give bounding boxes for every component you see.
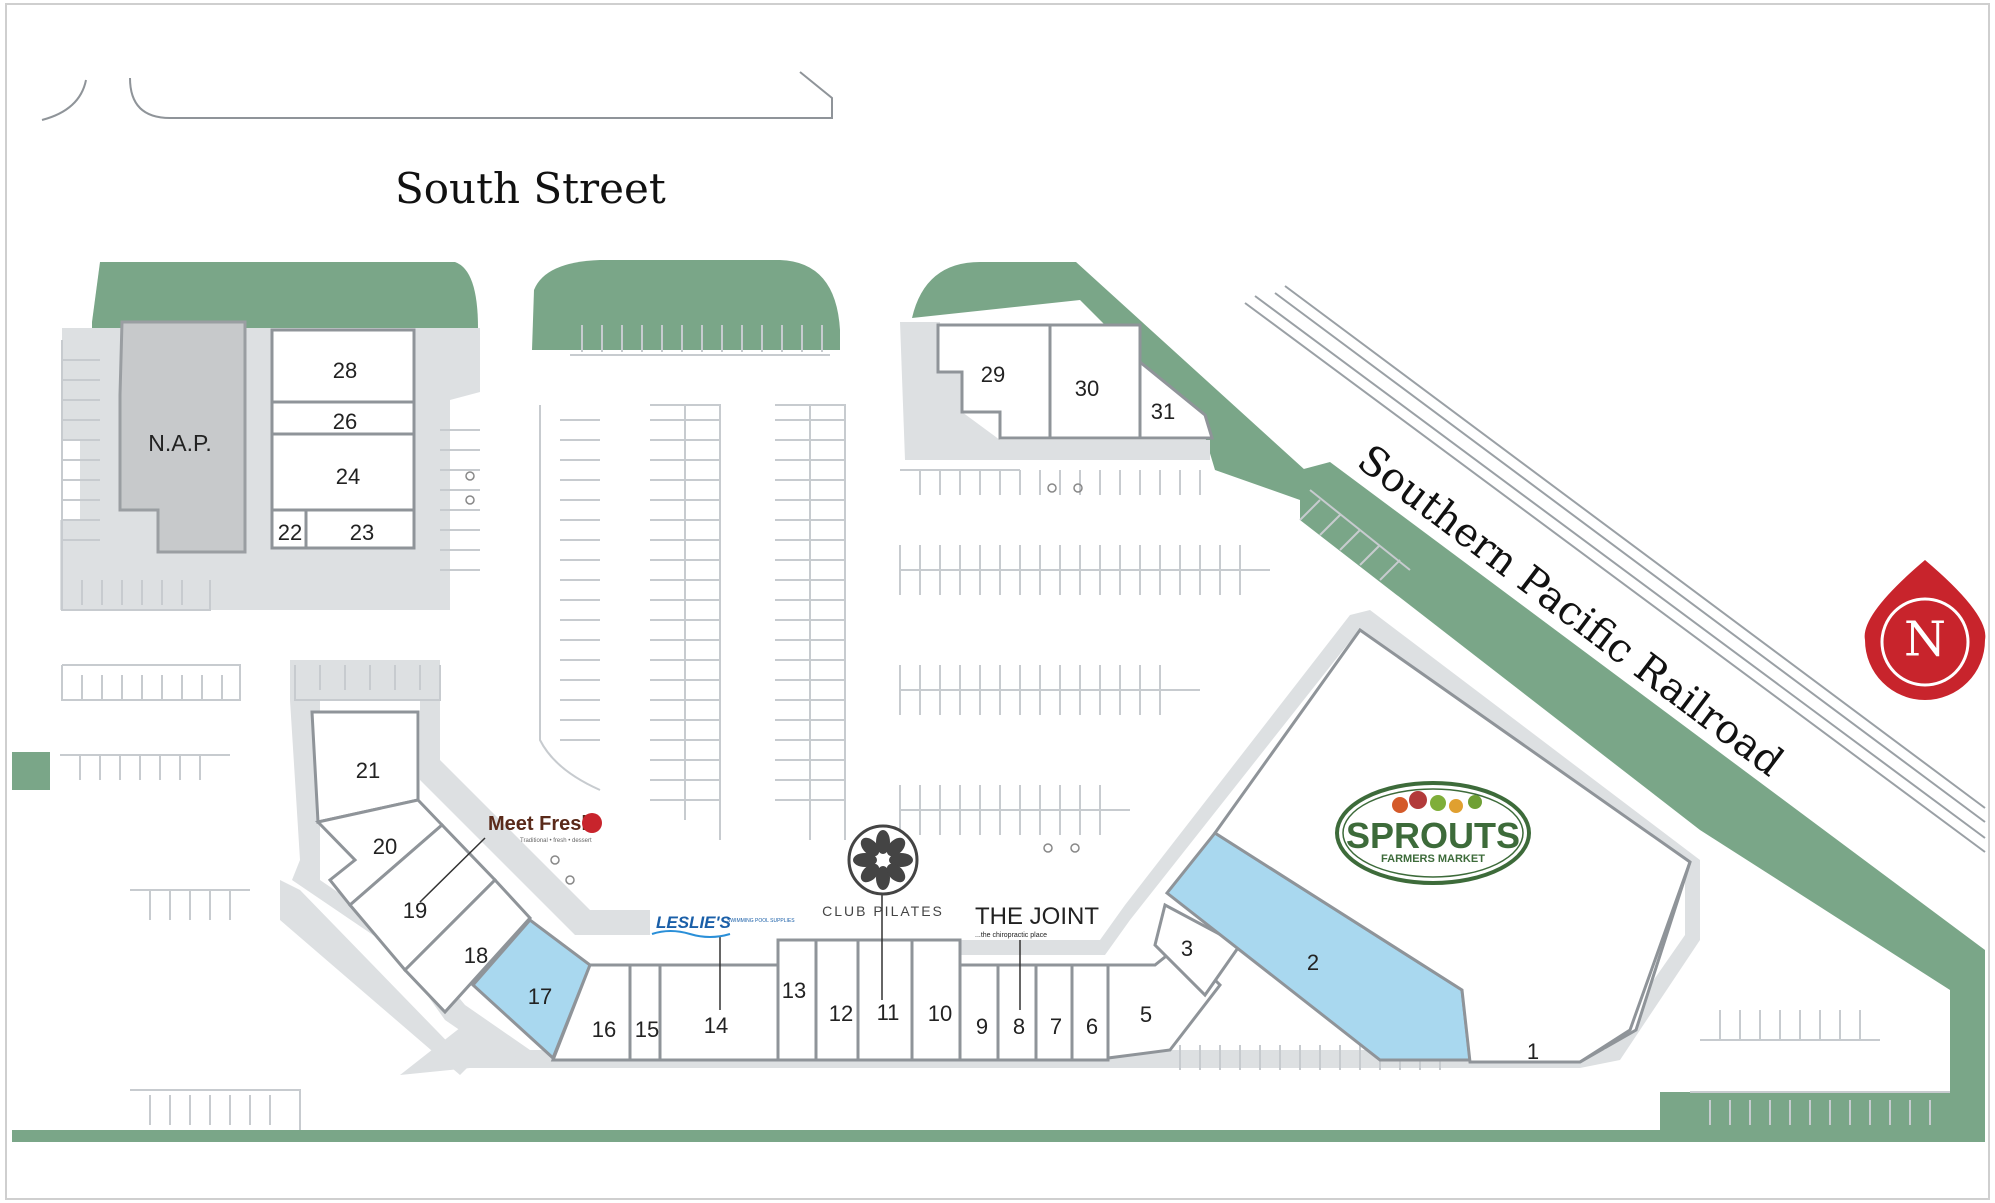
unit-15[interactable] [628,963,662,1062]
unit-18[interactable] [402,877,533,1015]
logo-meetfresh: Meet Fresh Traditional • fresh • dessert [488,813,602,844]
unit-22[interactable] [270,508,308,550]
unit-label-22: 22 [278,520,302,545]
unit-label-19: 19 [403,898,427,923]
joint-name: THE JOINT [975,903,1099,930]
street-label-south: South Street [395,164,666,213]
logo-thejoint: THE JOINT ...the chiropractic place [970,896,1099,940]
unit-23[interactable] [304,508,416,550]
parking-stalls [60,325,1950,1130]
unit-label-3: 3 [1181,936,1193,961]
building-block-south [550,938,1110,1062]
meetfresh-tag: Traditional • fresh • dessert [520,838,592,844]
unit-14[interactable] [658,963,780,1062]
meetfresh-name: Meet Fresh [488,813,594,835]
unit-label-2: 2 [1307,950,1319,975]
unit-label-14: 14 [704,1013,728,1038]
unit-9[interactable] [958,963,1000,1062]
accessible-parking-icons [465,471,1083,885]
unit-label-9: 9 [976,1014,988,1039]
leslies-name: LESLIE'S [656,913,732,932]
unit-label-23: 23 [350,520,374,545]
leader-lines [419,837,1021,1010]
nap-label: N.A.P. [148,430,212,456]
north-letter: N [1904,612,1946,668]
unit-label-21: 21 [356,758,380,783]
road-outline [41,71,833,121]
unit-26[interactable] [270,400,416,436]
flower-icon [853,830,913,890]
unit-31[interactable] [1138,358,1215,440]
unit-label-5: 5 [1140,1002,1152,1027]
sprouts-name: SPROUTS [1346,815,1520,856]
building-block-north [936,323,1215,440]
sprouts-tag: FARMERS MARKET [1381,853,1485,865]
unit-label-15: 15 [635,1017,659,1042]
leslies-tag: SWIMMING POOL SUPPLIES [727,918,795,924]
railroad-tracks [1244,285,1986,853]
unit-label-18: 18 [464,943,488,968]
unit-label-28: 28 [333,358,357,383]
logo-leslies: LESLIE'S SWIMMING POOL SUPPLIES [650,908,795,938]
unit-label-13: 13 [782,978,806,1003]
logo-clubpilates: CLUB PILATES [822,824,944,919]
unit-labels: 28 26 24 22 23 29 30 31 21 20 19 18 17 1… [278,358,1539,1064]
unit-label-8: 8 [1013,1014,1025,1039]
unit-label-12: 12 [829,1001,853,1026]
unit-13[interactable] [776,938,818,1062]
unit-label-31: 31 [1151,399,1175,424]
unit-label-17: 17 [528,984,552,1009]
clubpilates-name: CLUB PILATES [822,903,944,919]
unit-label-7: 7 [1050,1014,1062,1039]
building-block-southwest [310,710,592,1061]
unit-label-1: 1 [1527,1039,1539,1064]
unit-24[interactable] [270,432,416,512]
unit-6[interactable] [1070,963,1110,1062]
unit-label-20: 20 [373,834,397,859]
nap-parcel: N.A.P. [118,320,247,554]
unit-label-29: 29 [981,362,1005,387]
building-block-west [270,328,416,550]
unit-label-30: 30 [1075,376,1099,401]
unit-label-16: 16 [592,1017,616,1042]
unit-label-10: 10 [928,1001,952,1026]
unit-7[interactable] [1034,963,1074,1062]
unit-label-6: 6 [1086,1014,1098,1039]
joint-tag: ...the chiropractic place [975,932,1047,939]
unit-12[interactable] [814,938,860,1062]
produce-icon [1392,791,1482,813]
north-arrow: N [1864,560,1986,700]
logo-sprouts: SPROUTS FARMERS MARKET [1335,781,1531,885]
unit-label-11: 11 [877,1000,900,1025]
unit-label-24: 24 [336,464,360,489]
unit-8[interactable] [996,963,1038,1062]
unit-10[interactable] [910,938,962,1062]
unit-label-26: 26 [333,409,357,434]
